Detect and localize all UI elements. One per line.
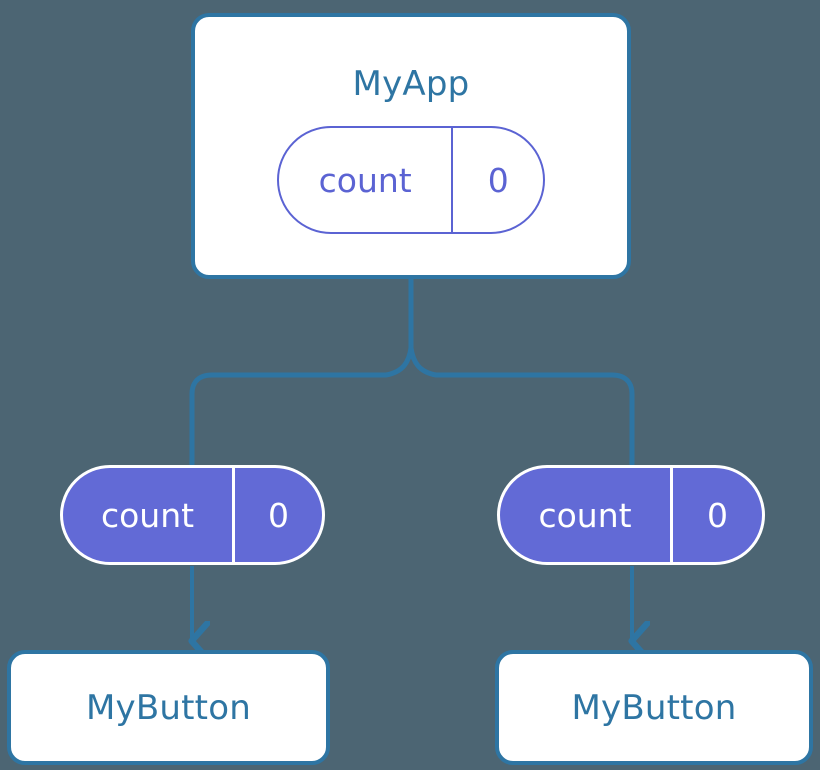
state-pill-right[interactable]: count 0 xyxy=(497,465,765,565)
component-box-mybutton-right[interactable]: MyButton xyxy=(495,650,813,765)
component-title-mybutton-right: MyButton xyxy=(571,687,737,728)
connector-branch-left xyxy=(189,345,414,468)
state-pill-left-key: count xyxy=(100,495,195,535)
component-title-myapp: MyApp xyxy=(352,64,470,104)
connector-branch-right xyxy=(408,345,635,468)
state-pill-myapp-key: count xyxy=(318,160,412,200)
state-pill-myapp-value: 0 xyxy=(451,128,543,232)
component-title-mybutton-left: MyButton xyxy=(86,687,251,728)
state-pill-myapp[interactable]: count 0 xyxy=(277,126,545,234)
component-box-mybutton-left[interactable]: MyButton xyxy=(7,650,330,765)
state-pill-right-key: count xyxy=(538,495,632,535)
state-pill-left-value: 0 xyxy=(232,468,322,562)
state-pill-right-value: 0 xyxy=(670,468,762,562)
state-pill-left[interactable]: count 0 xyxy=(60,465,325,565)
